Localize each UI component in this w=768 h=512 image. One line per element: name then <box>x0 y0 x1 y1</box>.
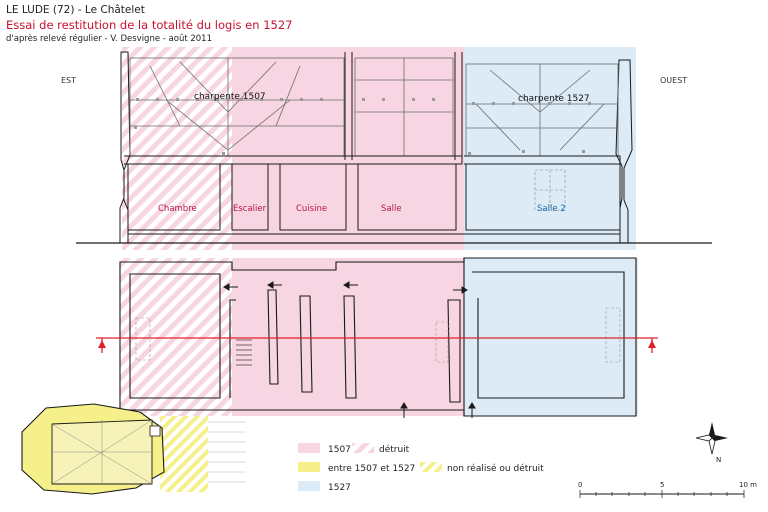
plan-stair <box>236 339 252 366</box>
room-label-chambre: Chambre <box>158 204 197 214</box>
roof-label-1507: charpente 1507 <box>194 92 266 102</box>
roof-joist-marks <box>134 98 591 155</box>
elevation-floors <box>124 155 621 244</box>
legend-label-1527: 1527 <box>328 483 351 493</box>
diagram-title: Essai de restitution de la totalité du l… <box>6 18 293 32</box>
room-label-salle: Salle <box>381 204 402 214</box>
tower-plan <box>21 403 246 495</box>
scale-bar: 0 5 10 m <box>578 481 757 498</box>
plan-destroyed-hatch <box>120 258 232 416</box>
label-est: EST <box>61 76 76 85</box>
legend: 1507 détruit entre 1507 et 1527 non réal… <box>298 443 544 493</box>
legend-label-1507: 1507 <box>328 445 351 455</box>
phase-1527-fill <box>464 47 636 250</box>
north-arrow-icon: N <box>695 422 728 464</box>
legend-label-not-built: non réalisé ou détruit <box>447 463 544 474</box>
scale-tick-5: 5 <box>660 481 664 489</box>
credit-line: d'après relevé régulier - V. Desvigne - … <box>6 34 212 44</box>
elevation-view: EST OUEST charpente 1507 charpente 1527 … <box>61 47 712 250</box>
label-ouest: OUEST <box>660 76 687 85</box>
legend-swatch-destroyed <box>352 443 374 453</box>
north-label: N <box>716 456 721 464</box>
salle2-window-outline <box>534 169 566 211</box>
site-title: LE LUDE (72) - Le Châtelet <box>6 4 145 16</box>
legend-label-between: entre 1507 et 1527 <box>328 464 415 474</box>
room-label-cuisine: Cuisine <box>296 204 327 214</box>
legend-label-destroyed: détruit <box>379 444 410 455</box>
roof-label-1527: charpente 1527 <box>518 94 590 104</box>
scale-tick-0: 0 <box>578 481 582 489</box>
gable-walls <box>119 51 633 244</box>
plan-1527-fill <box>464 258 638 416</box>
plan-walls <box>119 257 637 417</box>
scale-tick-10: 10 m <box>739 481 757 489</box>
plan-view <box>21 257 658 495</box>
legend-swatch-1527 <box>298 481 320 491</box>
legend-swatch-not-built <box>420 462 442 472</box>
section-line <box>96 337 658 353</box>
room-label-escalier: Escalier <box>233 204 267 214</box>
legend-swatch-between <box>298 462 320 472</box>
plan-arrows <box>223 281 476 418</box>
room-label-salle-2: Salle 2 <box>537 204 566 214</box>
legend-swatch-1507 <box>298 443 320 453</box>
destroyed-hatch-elevation <box>122 47 232 250</box>
plan-hidden-lines <box>135 307 621 363</box>
